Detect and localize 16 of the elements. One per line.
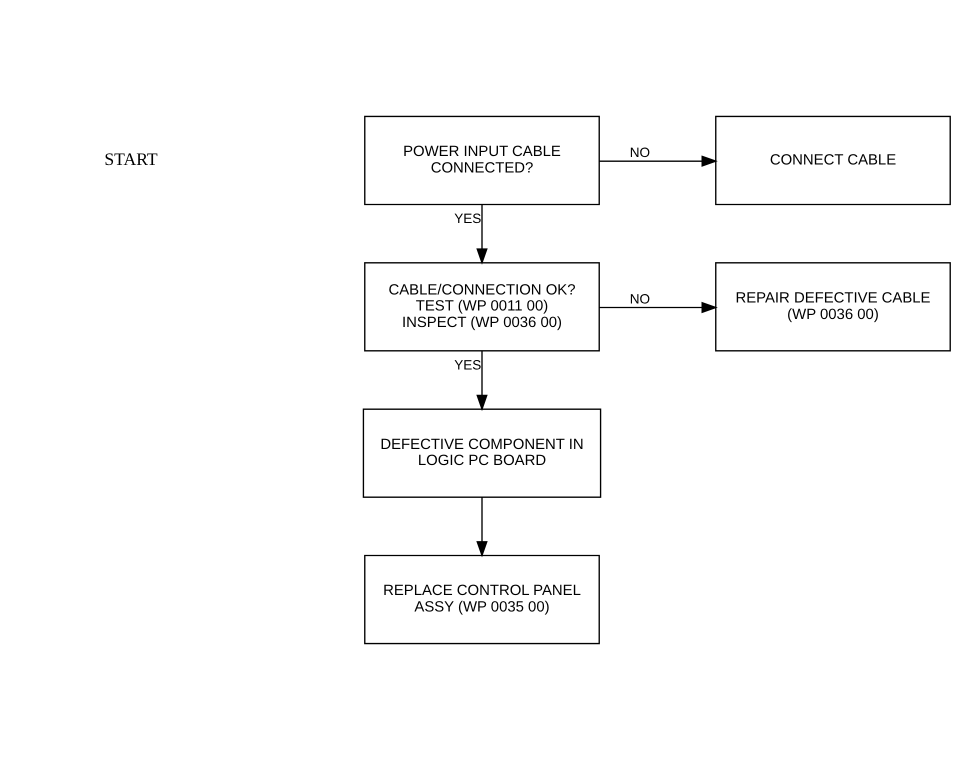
edge-label: NO bbox=[630, 144, 650, 160]
edge-label: YES bbox=[454, 356, 482, 372]
node-box: REPAIR DEFECTIVE CABLE (WP 0036 00) bbox=[715, 262, 951, 352]
arrow bbox=[476, 204, 488, 264]
edge-label: NO bbox=[630, 290, 650, 306]
node-box: CONNECT CABLE bbox=[715, 115, 951, 205]
node-box: DEFECTIVE COMPONENT IN LOGIC PC BOARD bbox=[362, 408, 602, 498]
label: START bbox=[104, 148, 158, 169]
arrow bbox=[476, 497, 488, 557]
edge-label: YES bbox=[454, 210, 482, 226]
node-box: REPLACE CONTROL PANEL ASSY (WP 0035 00) bbox=[364, 554, 600, 644]
node-box: CABLE/CONNECTION OK? TEST (WP 0011 00) INSPECT (WP 0036 00) bbox=[364, 262, 600, 352]
arrow bbox=[476, 350, 488, 411]
arrow bbox=[599, 154, 718, 166]
arrow bbox=[599, 301, 718, 313]
node-box: POWER INPUT CABLE CONNECTED? bbox=[364, 115, 600, 205]
